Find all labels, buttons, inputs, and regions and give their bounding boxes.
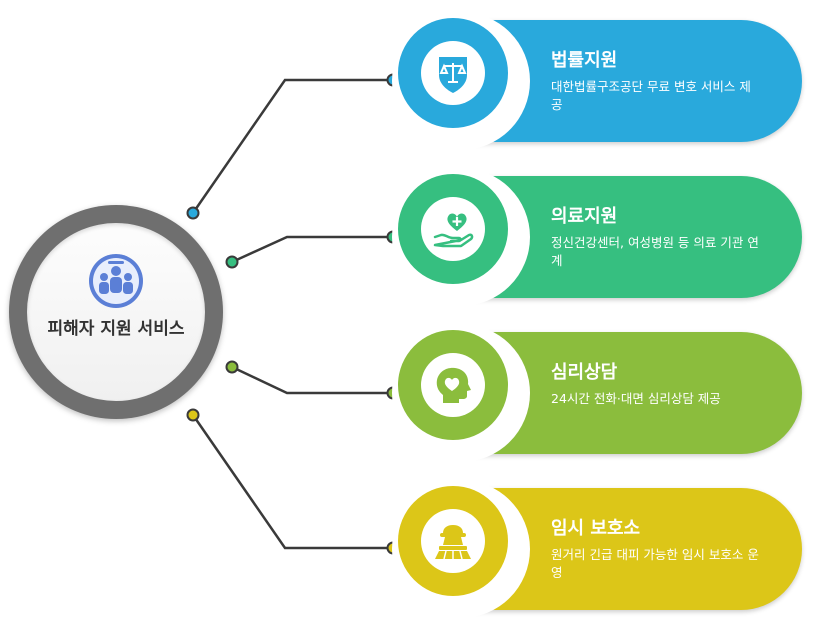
card-description: 대한법률구조공단 무료 변호 서비스 제공	[551, 79, 751, 112]
card-icon-disc	[398, 330, 508, 440]
card-notch	[392, 324, 530, 462]
card-description: 원거리 긴급 대피 가능한 임시 보호소 운영	[551, 547, 759, 580]
card-description: 24시간 전화·대면 심리상담 제공	[551, 391, 721, 406]
service-card-counseling: 심리상담 24시간 전화·대면 심리상담 제공	[392, 324, 802, 462]
card-icon-disc	[398, 174, 508, 284]
card-icon-inner	[421, 509, 485, 573]
connector-3	[231, 365, 393, 395]
connector-2	[231, 235, 393, 264]
card-icon-disc	[398, 18, 508, 128]
card-title: 법률지원	[551, 50, 618, 71]
connector-dot-4a	[186, 408, 200, 422]
service-card-legal: 법률지원 대한법률구조공단 무료 변호 서비스 제공	[392, 12, 802, 150]
shelter-icon	[435, 525, 471, 560]
people-group-icon	[89, 254, 143, 308]
heart-hand-icon	[433, 213, 474, 248]
connector-4	[191, 414, 393, 550]
card-notch	[392, 12, 530, 150]
card-icon-inner	[421, 197, 485, 261]
connector-1	[191, 78, 393, 214]
card-title: 심리상담	[551, 362, 618, 383]
card-icon-inner	[421, 41, 485, 105]
hub-inner: 피해자 지원 서비스	[27, 223, 205, 401]
card-description: 정신건강센터, 여성병원 등 의료 기관 연계	[551, 235, 759, 268]
head-heart-icon	[436, 367, 471, 403]
hub-label: 피해자 지원 서비스	[47, 319, 185, 339]
connector-dot-3a	[225, 360, 239, 374]
service-card-medical: 의료지원 정신건강센터, 여성병원 등 의료 기관 연계	[392, 168, 802, 306]
card-icon-inner	[421, 353, 485, 417]
card-notch	[392, 480, 530, 618]
service-card-shelter: 임시 보호소 원거리 긴급 대피 가능한 임시 보호소 운영	[392, 480, 802, 618]
card-title: 임시 보호소	[551, 518, 641, 539]
connector-dot-1a	[186, 206, 200, 220]
connector-dot-2a	[225, 255, 239, 269]
hub-circle: 피해자 지원 서비스	[9, 205, 223, 419]
card-title: 의료지원	[551, 206, 618, 227]
scale-shield-icon	[439, 57, 467, 93]
card-icon-disc	[398, 486, 508, 596]
card-notch	[392, 168, 530, 306]
